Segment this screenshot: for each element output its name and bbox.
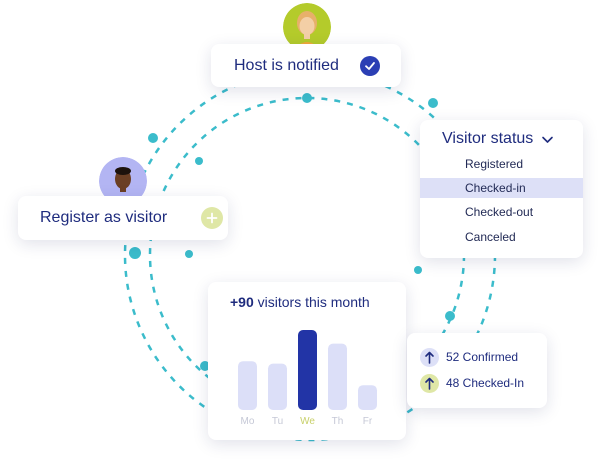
host-notified-card: Host is notified	[211, 44, 401, 87]
orbit-dot	[185, 250, 193, 258]
visitor-count: +90	[230, 294, 254, 310]
bar-tu	[268, 363, 287, 410]
bar-fr	[358, 385, 377, 410]
tick-label-fr: Fr	[363, 416, 373, 427]
monthly-visitors-title: +90 visitors this month	[230, 294, 370, 310]
visitor-status-header[interactable]: Visitor status	[442, 130, 554, 148]
orbit-dot	[428, 98, 438, 108]
tick-label-we: We	[300, 416, 315, 427]
arrow-up-icon	[420, 347, 439, 367]
bar-we	[298, 330, 317, 410]
tick-label-th: Th	[332, 416, 344, 427]
stat-checked-in: 48 Checked-In	[420, 373, 524, 393]
status-option-checked-in[interactable]: Checked-in	[420, 178, 583, 198]
status-option-label: Checked-out	[465, 205, 534, 219]
register-visitor-label: Register as visitor	[40, 209, 168, 226]
orbit-dot	[195, 157, 203, 165]
check-icon	[360, 56, 380, 76]
arrow-up-icon	[420, 373, 439, 393]
status-option-registered[interactable]: Registered	[420, 154, 583, 174]
status-option-canceled[interactable]: Canceled	[420, 227, 583, 247]
host-notified-label: Host is notified	[234, 56, 339, 74]
status-option-label: Registered	[465, 157, 524, 171]
stat-checked-in-label: 48 Checked-In	[446, 376, 525, 390]
plus-icon[interactable]	[201, 207, 223, 229]
visitor-status-dropdown: Visitor status Registered Checked-in Che…	[420, 120, 583, 258]
orbit-dot	[302, 93, 312, 103]
monthly-visitors-card: +90 visitors this month Mo Tu We Th Fr	[208, 282, 406, 440]
status-option-label: Checked-in	[465, 181, 526, 195]
orbit-dot	[148, 133, 158, 143]
visitor-count-suffix: visitors this month	[257, 294, 370, 310]
orbit-dot	[414, 266, 422, 274]
bar-mo	[238, 361, 257, 410]
register-visitor-card[interactable]: Register as visitor	[18, 196, 228, 240]
status-option-checked-out[interactable]: Checked-out	[420, 202, 583, 222]
bar-th	[328, 343, 347, 410]
tick-label-mo: Mo	[241, 416, 255, 427]
visitors-bar-chart: Mo Tu We Th Fr	[238, 330, 377, 427]
orbit-dot	[200, 361, 210, 371]
orbit-dot	[445, 311, 455, 321]
visitor-stats-card: 52 Confirmed 48 Checked-In	[407, 333, 547, 408]
stat-confirmed-label: 52 Confirmed	[446, 350, 519, 364]
visitor-status-title: Visitor status	[442, 130, 534, 147]
tick-label-tu: Tu	[272, 416, 283, 427]
status-option-label: Canceled	[465, 230, 516, 244]
orbit-dot	[129, 247, 141, 259]
stat-confirmed: 52 Confirmed	[420, 347, 518, 367]
chevron-down-icon	[542, 136, 554, 143]
